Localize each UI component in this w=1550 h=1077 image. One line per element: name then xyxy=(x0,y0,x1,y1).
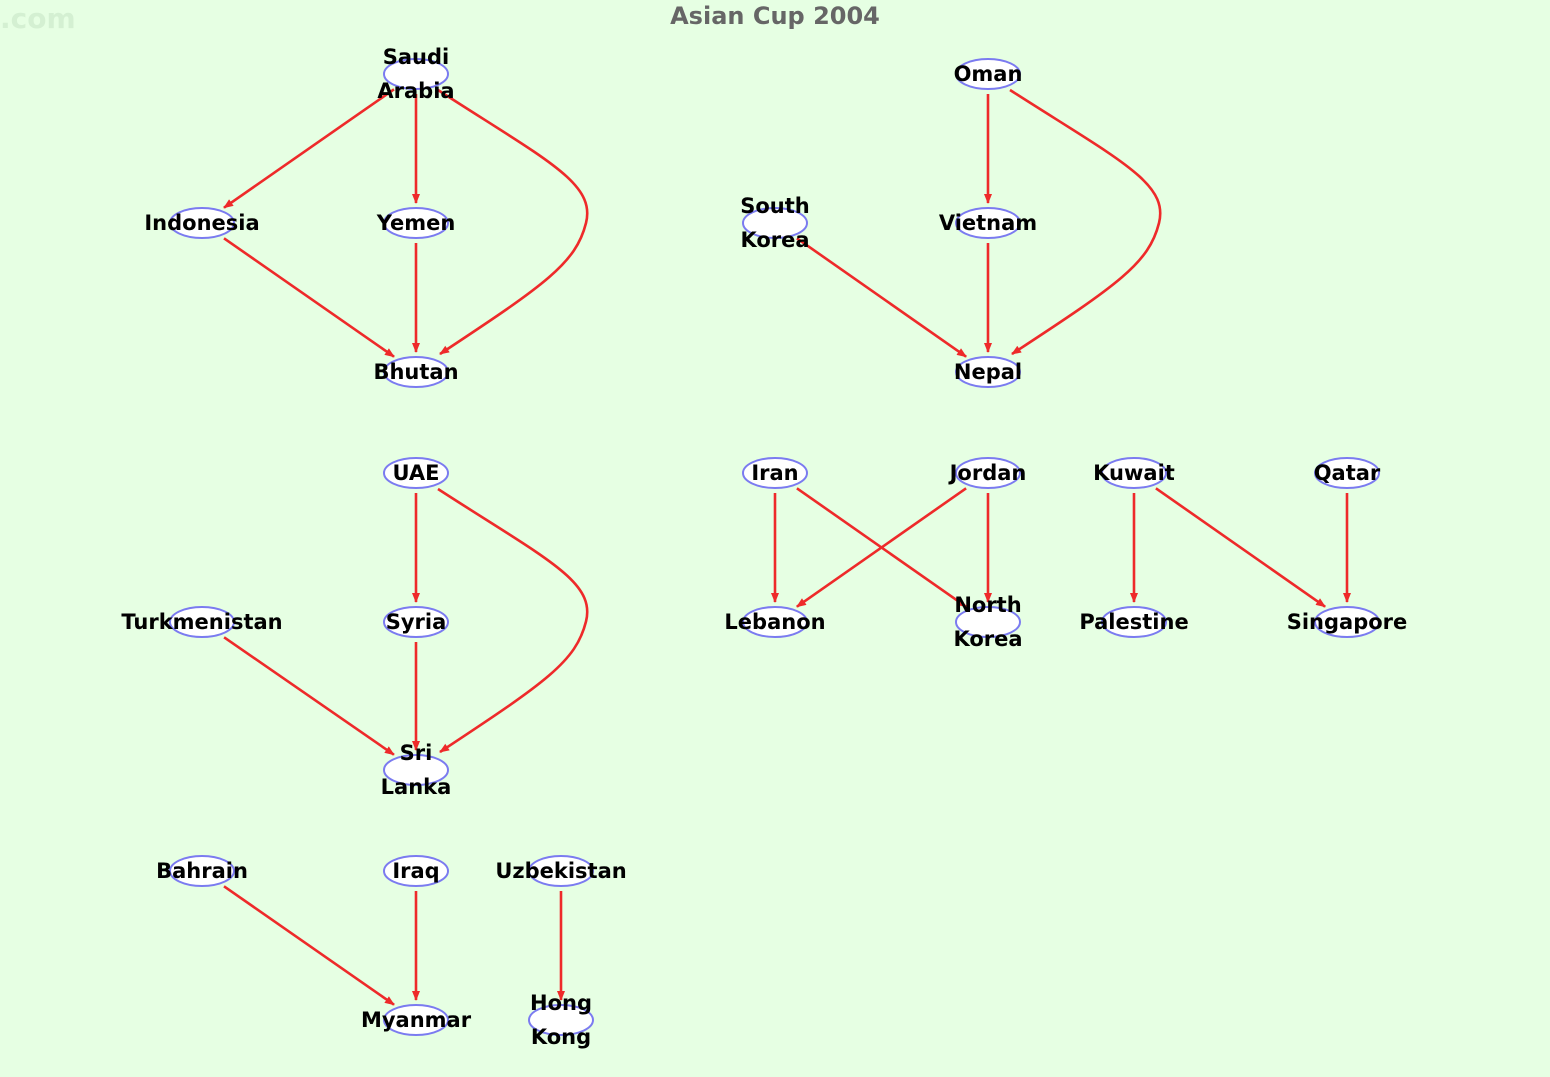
node-label: Indonesia xyxy=(144,211,259,235)
node-shape xyxy=(955,58,1021,90)
node-shape xyxy=(528,855,594,887)
node-shape xyxy=(955,207,1021,239)
node-shape xyxy=(742,457,808,489)
node-shape xyxy=(383,1004,449,1036)
node-label: Syria xyxy=(386,610,447,634)
node-iran: Iran xyxy=(742,457,808,489)
node-label: Palestine xyxy=(1079,610,1188,634)
node-bahrain: Bahrain xyxy=(156,855,248,887)
node-shape xyxy=(742,207,808,239)
node-myanmar: Myanmar xyxy=(361,1004,472,1036)
edge-turkmenistan-to-sri-lanka xyxy=(223,636,395,756)
node-label: Singapore xyxy=(1287,610,1408,634)
node-bhutan: Bhutan xyxy=(373,356,459,388)
node-label: Arabia xyxy=(377,79,454,103)
edge-south-korea-to-nepal xyxy=(796,237,967,358)
node-label: Oman xyxy=(954,62,1023,86)
node-label: Lebanon xyxy=(724,610,825,634)
node-palestine: Palestine xyxy=(1079,606,1189,638)
node-uae: UAE xyxy=(383,457,449,489)
node-label: Iraq xyxy=(392,859,439,883)
edge-jordan-to-lebanon xyxy=(796,487,967,608)
node-shape xyxy=(383,58,449,90)
node-shape xyxy=(383,356,449,388)
node-iraq: Iraq xyxy=(383,855,449,887)
edge-indonesia-to-bhutan xyxy=(223,237,395,358)
node-label: Vietnam xyxy=(939,211,1037,235)
page-title: Asian Cup 2004 xyxy=(670,2,880,30)
node-jordan: Jordan xyxy=(948,457,1027,489)
node-shape xyxy=(742,606,808,638)
node-label: Turkmenistan xyxy=(121,610,282,634)
node-label: Yemen xyxy=(376,211,456,235)
node-label: Myanmar xyxy=(361,1008,472,1032)
node-label: Bhutan xyxy=(373,360,458,384)
node-shape xyxy=(383,606,449,638)
node-label: Uzbekistan xyxy=(495,859,626,883)
node-lebanon: Lebanon xyxy=(724,606,826,638)
watermark: .com xyxy=(0,2,76,35)
node-shape xyxy=(955,356,1021,388)
edge-bahrain-to-myanmar xyxy=(223,885,395,1006)
node-shape xyxy=(383,207,449,239)
node-label: Lanka xyxy=(381,775,452,799)
edge-saudi-arabia-to-bhutan xyxy=(437,88,589,356)
node-shape xyxy=(169,207,235,239)
node-shape xyxy=(955,606,1021,638)
node-label: Korea xyxy=(740,228,809,252)
node-shape xyxy=(528,1004,594,1036)
node-label: Nepal xyxy=(954,360,1022,384)
node-label: Kong xyxy=(531,1025,591,1049)
node-shape xyxy=(383,754,449,786)
edges-layer xyxy=(223,88,1351,1006)
node-shape xyxy=(1314,457,1380,489)
node-shape xyxy=(383,855,449,887)
node-shape xyxy=(955,457,1021,489)
node-shape xyxy=(1101,606,1167,638)
node-shape xyxy=(169,606,235,638)
node-nepal: Nepal xyxy=(954,356,1022,388)
node-label: South xyxy=(740,194,810,218)
node-indonesia: Indonesia xyxy=(144,207,260,239)
node-vietnam: Vietnam xyxy=(939,207,1037,239)
node-label: Bahrain xyxy=(156,859,248,883)
node-label: Saudi xyxy=(383,45,449,69)
node-label: UAE xyxy=(392,461,439,485)
node-shape xyxy=(383,457,449,489)
node-qatar: Qatar xyxy=(1314,457,1381,489)
node-singapore: Singapore xyxy=(1287,606,1408,638)
node-label: Jordan xyxy=(948,461,1027,485)
node-label: Kuwait xyxy=(1093,461,1175,485)
node-label: Iran xyxy=(751,461,798,485)
edge-saudi-arabia-to-indonesia xyxy=(223,88,395,209)
node-label: Hong xyxy=(530,991,592,1015)
node-yemen: Yemen xyxy=(376,207,456,239)
node-shape xyxy=(1101,457,1167,489)
node-label: Sri xyxy=(400,741,433,765)
node-uzbekistan: Uzbekistan xyxy=(495,855,627,887)
node-turkmenistan: Turkmenistan xyxy=(121,606,283,638)
edge-oman-to-nepal xyxy=(1009,88,1162,356)
node-oman: Oman xyxy=(954,58,1023,90)
node-label: Qatar xyxy=(1314,461,1381,485)
node-shape xyxy=(1314,606,1380,638)
node-label: Korea xyxy=(953,627,1022,651)
node-kuwait: Kuwait xyxy=(1093,457,1175,489)
node-syria: Syria xyxy=(383,606,449,638)
node-label: North xyxy=(954,593,1021,617)
edge-kuwait-to-singapore xyxy=(1155,487,1326,608)
node-shape xyxy=(169,855,235,887)
edge-uae-to-sri-lanka xyxy=(437,487,589,754)
